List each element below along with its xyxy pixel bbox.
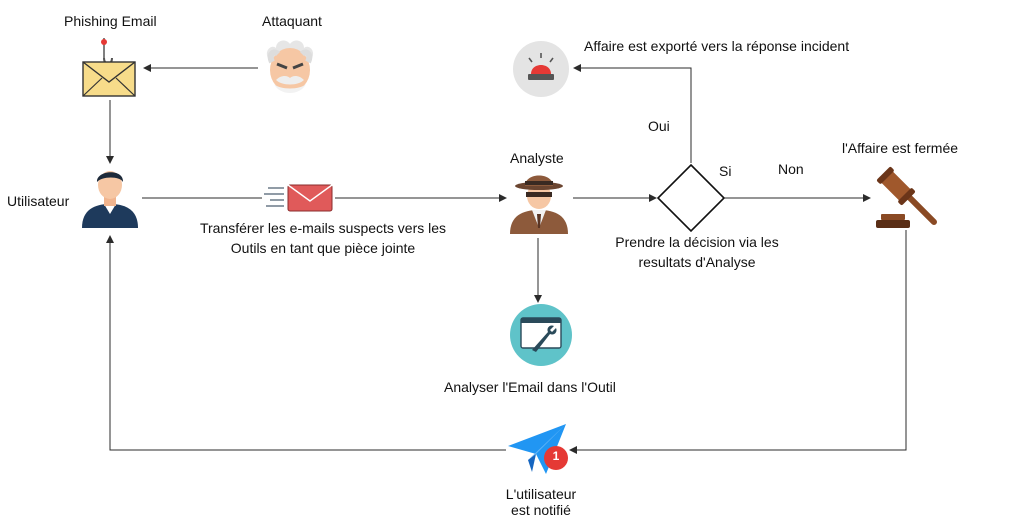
paper-plane-icon <box>508 424 568 474</box>
label-decision-line1: Prendre la décision via les <box>615 234 779 250</box>
label-analyze-tool: Analyser l'Email dans l'Outil <box>444 379 616 395</box>
label-forward-line2: Outils en tant que pièce jointe <box>230 240 416 256</box>
arrow-decision-to-alarm <box>573 64 692 163</box>
label-notified-line1: L'utilisateur <box>505 486 577 502</box>
wrench-screen-icon <box>510 304 572 366</box>
user-avatar-icon <box>82 171 138 228</box>
decision-diamond <box>656 163 726 233</box>
label-closed: l'Affaire est fermée <box>842 140 959 156</box>
arrow-notify-to-user <box>106 235 506 451</box>
label-yes: Oui <box>648 118 670 134</box>
label-decision-line2: resultats d'Analyse <box>638 254 756 270</box>
label-if: Si <box>719 163 732 179</box>
detective-icon <box>510 175 568 234</box>
label-phishing-email: Phishing Email <box>64 13 157 29</box>
label-exported: Affaire est exporté vers la réponse inci… <box>584 38 850 54</box>
label-analyst: Analyste <box>510 150 564 166</box>
judge-gavel-icon <box>876 167 937 228</box>
angry-old-man-icon <box>266 40 314 93</box>
label-forward: Transférer les e-mails suspects vers les… <box>168 218 478 258</box>
label-no: Non <box>778 161 804 177</box>
notification-badge-count: 1 <box>552 449 560 463</box>
label-decision: Prendre la décision via les resultats d'… <box>590 232 804 272</box>
label-forward-line1: Transférer les e-mails suspects vers les <box>199 220 447 236</box>
label-attacker: Attaquant <box>262 13 322 29</box>
siren-alarm-icon <box>513 41 569 97</box>
arrow-closed-to-notify <box>569 230 907 454</box>
fast-mail-icon <box>264 184 333 212</box>
label-notified: L'utilisateur est notifié <box>482 486 600 518</box>
label-notified-line2: est notifié <box>511 502 571 518</box>
phishing-envelope-icon <box>82 38 136 97</box>
label-user: Utilisateur <box>7 193 70 209</box>
